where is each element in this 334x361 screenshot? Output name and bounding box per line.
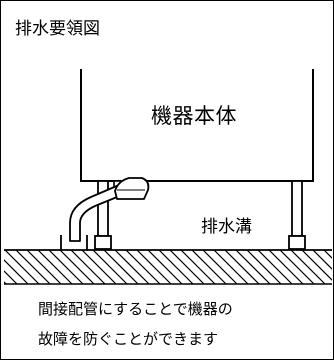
hatch-line bbox=[125, 250, 161, 284]
diagram-title: 排水要領図 bbox=[15, 19, 100, 39]
hatch-line bbox=[4, 259, 29, 284]
hatch-line bbox=[136, 250, 172, 284]
caption-line: 故障を防ぐことができます bbox=[38, 330, 219, 348]
hatch-line bbox=[279, 250, 315, 284]
equipment-leg-right bbox=[288, 180, 306, 250]
drain-pipe bbox=[69, 177, 150, 242]
hatch-line bbox=[92, 250, 128, 284]
hatch-line bbox=[59, 250, 95, 284]
hatch-line bbox=[180, 250, 216, 284]
hatch-line bbox=[235, 250, 271, 284]
hatch-line bbox=[26, 250, 62, 284]
hatch-line bbox=[158, 250, 194, 284]
equipment-body-label: 機器本体 bbox=[151, 104, 237, 128]
hatch-line bbox=[323, 250, 332, 259]
hatch-line bbox=[4, 250, 40, 284]
drain-ditch-label: 排水溝 bbox=[201, 217, 252, 237]
equipment-leg-left bbox=[94, 180, 112, 250]
hatch-line bbox=[301, 250, 332, 281]
hatch-line bbox=[268, 250, 304, 284]
hatch-line bbox=[257, 250, 293, 284]
hatch-line bbox=[70, 250, 106, 284]
hatch-line bbox=[4, 281, 7, 284]
equipment-body bbox=[80, 69, 314, 182]
hatch-line bbox=[169, 250, 205, 284]
hatch-line bbox=[48, 250, 84, 284]
hatch-line bbox=[147, 250, 183, 284]
hatch-line bbox=[202, 250, 238, 284]
hatch-line bbox=[15, 250, 51, 284]
hatch-line bbox=[246, 250, 282, 284]
caption-line: 間接配管にすることで機器の bbox=[38, 300, 233, 318]
hatch-line bbox=[224, 250, 260, 284]
diagram-caption: 間接配管にすることで機器の 故障を防ぐことができます bbox=[38, 294, 233, 354]
hatch-line bbox=[37, 250, 73, 284]
hatch-line bbox=[114, 250, 150, 284]
hatch-line bbox=[290, 250, 326, 284]
hatch-line bbox=[312, 250, 332, 270]
hatch-line bbox=[191, 250, 227, 284]
hatch-line bbox=[103, 250, 139, 284]
floor-hatching bbox=[4, 249, 332, 285]
drain-ditch bbox=[60, 235, 88, 251]
hatch-line bbox=[213, 250, 249, 284]
hatch-line bbox=[4, 270, 18, 284]
hatch-line bbox=[81, 250, 117, 284]
